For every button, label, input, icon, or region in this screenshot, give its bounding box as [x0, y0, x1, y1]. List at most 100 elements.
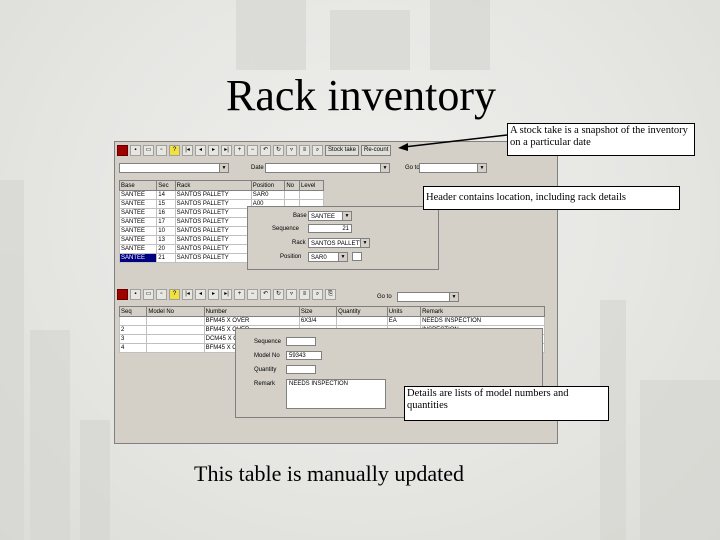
new-record-icon[interactable]: + [234, 145, 245, 156]
column-header[interactable]: Units [386, 306, 422, 317]
prev-record-icon[interactable]: ◂ [195, 289, 206, 300]
table-cell[interactable]: 2 [118, 325, 148, 335]
base-field[interactable]: SANTEE▼ [308, 211, 352, 221]
table-cell[interactable]: NEEDS INSPECTION [420, 316, 545, 326]
table-cell[interactable] [336, 316, 388, 326]
table-cell[interactable]: 21 [156, 253, 176, 263]
date-combo[interactable]: ▼ [265, 163, 390, 173]
table-cell[interactable] [284, 190, 301, 200]
detail-goto-combo[interactable]: ▼ [397, 292, 459, 302]
save-icon[interactable]: ▪ [130, 145, 141, 156]
help-icon[interactable]: ? [169, 289, 180, 300]
table-cell[interactable]: 4 [118, 343, 148, 353]
table-cell[interactable]: 16 [156, 208, 176, 218]
table-cell[interactable]: SANTOS PALLETY [174, 226, 252, 236]
print-icon[interactable]: ▭ [143, 145, 154, 156]
table-cell[interactable]: 3 [118, 334, 148, 344]
last-record-icon[interactable]: ▸| [221, 289, 232, 300]
next-record-icon[interactable]: ▸ [208, 289, 219, 300]
recount-button[interactable]: Re-count [361, 145, 392, 156]
first-record-icon[interactable]: |◂ [182, 145, 193, 156]
sort-icon[interactable]: ≡ [299, 145, 310, 156]
delete-record-icon[interactable]: − [247, 289, 258, 300]
table-cell[interactable] [118, 316, 148, 326]
detail-model-field[interactable]: 59343 [286, 351, 322, 360]
table-cell[interactable] [146, 334, 205, 344]
table-cell[interactable] [146, 343, 205, 353]
first-record-icon[interactable]: |◂ [182, 289, 193, 300]
table-cell[interactable] [146, 316, 205, 326]
table-cell[interactable]: 20 [156, 244, 176, 254]
help-icon[interactable]: ? [169, 145, 180, 156]
preview-icon[interactable]: ▫ [156, 289, 167, 300]
undo-icon[interactable]: ↶ [260, 145, 271, 156]
new-record-icon[interactable]: + [234, 289, 245, 300]
table-cell[interactable]: SANTOS PALLETY [174, 199, 252, 209]
table-cell[interactable]: SANTOS PALLETY [174, 253, 252, 263]
table-cell[interactable]: EA [386, 316, 422, 326]
column-header[interactable]: Position [250, 180, 286, 191]
preview-icon[interactable]: ▫ [156, 145, 167, 156]
chevron-down-icon[interactable]: ▼ [477, 164, 486, 172]
table-cell[interactable]: SANTEE [118, 244, 158, 254]
goto-combo[interactable]: ▼ [419, 163, 487, 173]
chevron-down-icon[interactable]: ▼ [380, 164, 389, 172]
detail-quantity-field[interactable] [286, 365, 316, 374]
table-cell[interactable] [299, 190, 324, 200]
location-combo[interactable]: ▼ [119, 163, 229, 173]
column-header[interactable]: Number [203, 306, 300, 317]
table-cell[interactable]: SANTOS PALLETY [174, 244, 252, 254]
column-header[interactable]: Model No [146, 306, 205, 317]
table-cell[interactable]: SANTEE [118, 208, 158, 218]
filter-icon[interactable]: ▿ [286, 289, 297, 300]
chevron-down-icon[interactable]: ▼ [449, 293, 458, 301]
table-cell[interactable]: SANTEE [118, 217, 158, 227]
refresh-icon[interactable]: ↻ [273, 289, 284, 300]
rack-field[interactable]: SANTOS PALLETY▼ [308, 238, 370, 248]
column-header[interactable]: Rack [174, 180, 252, 191]
column-header[interactable]: No [284, 180, 301, 191]
detail-sequence-field[interactable] [286, 337, 316, 346]
detail-remark-field[interactable]: NEEDS INSPECTION [286, 379, 386, 409]
table-cell[interactable]: SANTEE [118, 235, 158, 245]
table-cell[interactable]: SANTOS PALLETY [174, 217, 252, 227]
table-cell[interactable]: BFM45 X OVER [203, 316, 300, 326]
table-cell[interactable]: 6X3/4 [298, 316, 338, 326]
position-field[interactable]: SAR0▼ [308, 252, 348, 262]
chevron-down-icon[interactable]: ▼ [342, 212, 351, 220]
undo-icon[interactable]: ↶ [260, 289, 271, 300]
table-cell[interactable]: SANTEE [118, 253, 158, 263]
column-header[interactable]: Level [299, 180, 324, 191]
table-cell[interactable] [146, 325, 205, 335]
column-header[interactable]: Size [298, 306, 338, 317]
table-cell[interactable]: SAR0 [250, 190, 286, 200]
table-cell[interactable]: SANTEE [118, 226, 158, 236]
table-cell[interactable]: 15 [156, 199, 176, 209]
column-header[interactable]: Sec [156, 180, 176, 191]
next-record-icon[interactable]: ▸ [208, 145, 219, 156]
chevron-down-icon[interactable]: ▼ [219, 164, 228, 172]
save-icon[interactable]: ▪ [130, 289, 141, 300]
table-cell[interactable]: SANTOS PALLETY [174, 190, 252, 200]
find-icon[interactable]: ⌕ [312, 289, 323, 300]
column-header[interactable]: Remark [420, 306, 545, 317]
refresh-icon[interactable]: ↻ [273, 145, 284, 156]
stock-take-button[interactable]: Stock take [325, 145, 360, 156]
sequence-field[interactable]: 21 [308, 224, 352, 233]
chevron-down-icon[interactable]: ▼ [338, 253, 347, 261]
table-cell[interactable]: SANTOS PALLETY [174, 208, 252, 218]
chevron-down-icon[interactable]: ▼ [360, 239, 369, 247]
table-cell[interactable]: SANTEE [118, 190, 158, 200]
close-icon[interactable] [117, 145, 128, 156]
sort-icon[interactable]: ≡ [299, 289, 310, 300]
table-cell[interactable]: SANTOS PALLETY [174, 235, 252, 245]
table-cell[interactable]: 13 [156, 235, 176, 245]
print-icon[interactable]: ▭ [143, 289, 154, 300]
table-cell[interactable]: 10 [156, 226, 176, 236]
column-header[interactable]: Quantity [336, 306, 388, 317]
find-icon[interactable]: ⌕ [312, 145, 323, 156]
last-record-icon[interactable]: ▸| [221, 145, 232, 156]
delete-record-icon[interactable]: − [247, 145, 258, 156]
